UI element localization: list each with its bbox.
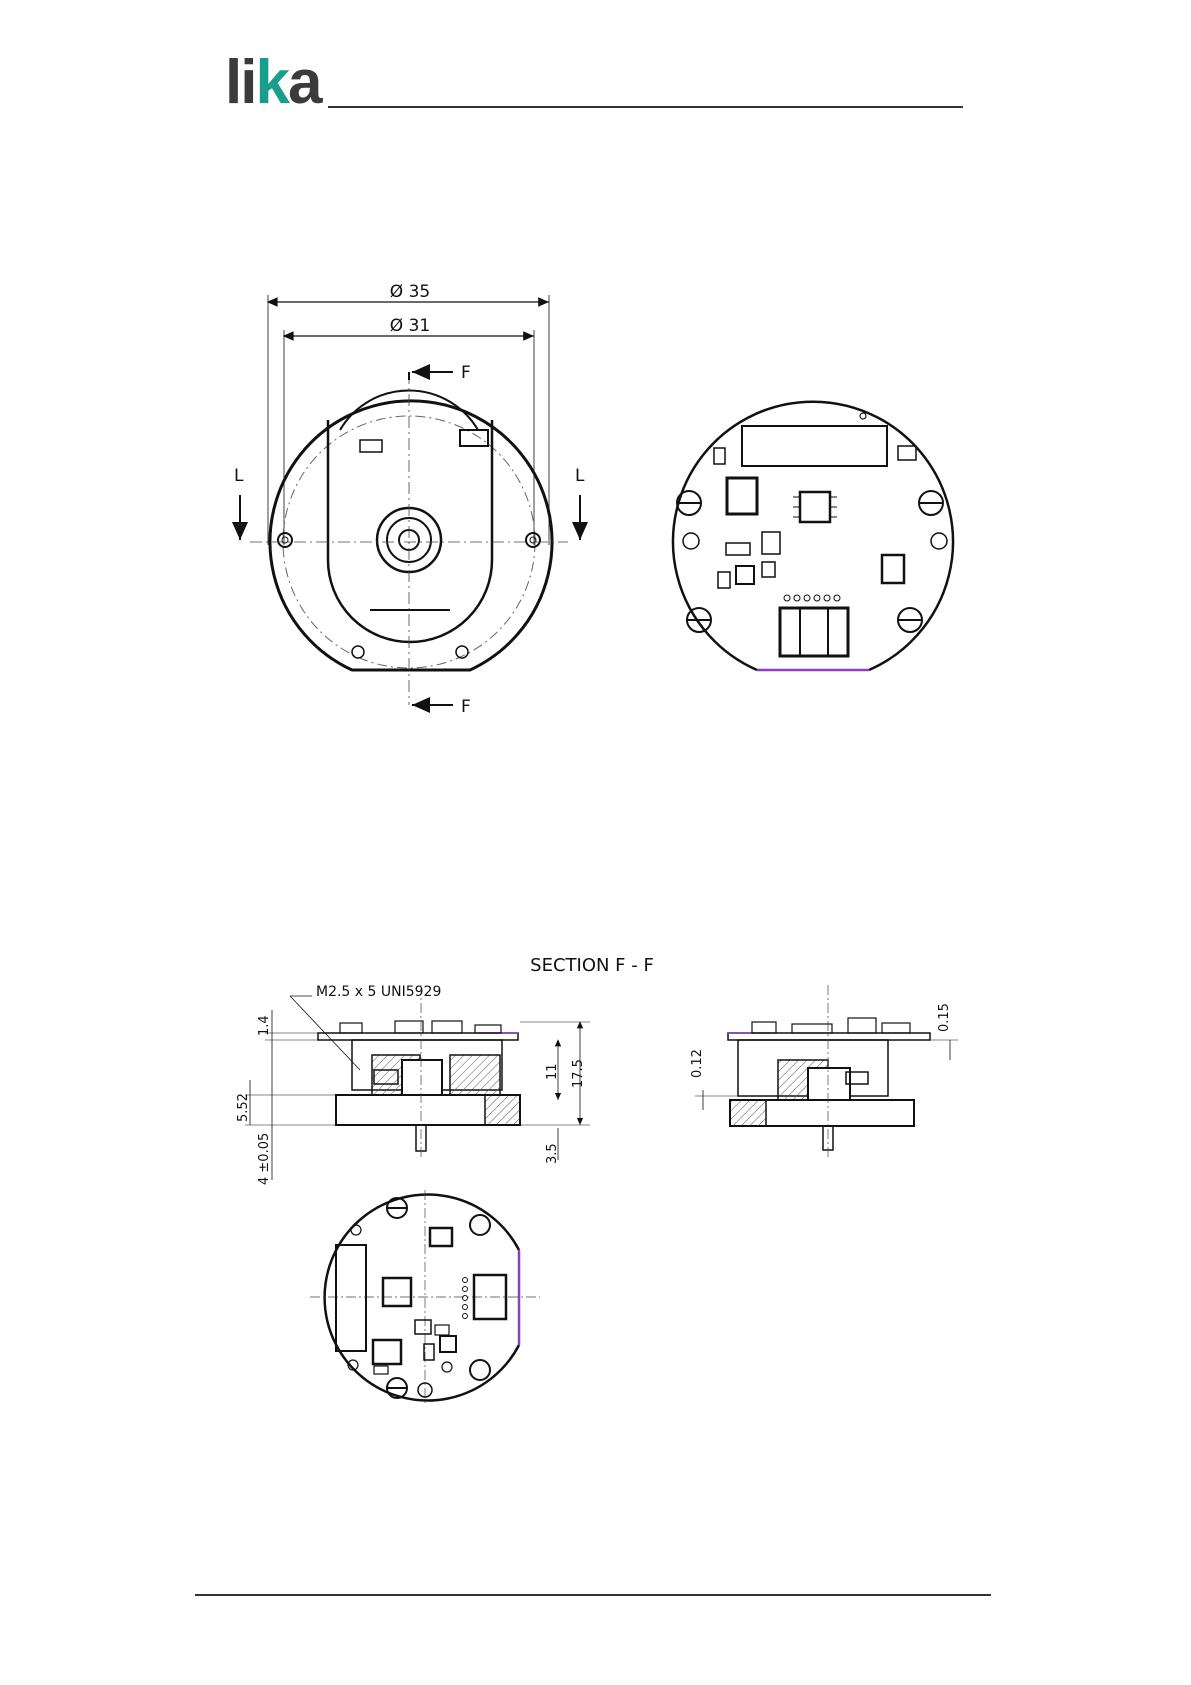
- dim-17-5: 17.5: [571, 1059, 586, 1088]
- section-mark-top: F: [461, 363, 471, 383]
- screw-callout: M2.5 x 5 UNI5929: [316, 984, 441, 1000]
- dim-4-tol: 4 ±0.05: [257, 1133, 272, 1185]
- dim-outer-label: Ø 35: [390, 282, 430, 302]
- dim-3-5: 3.5: [545, 1143, 560, 1164]
- dim-0-15: 0.15: [937, 1003, 952, 1032]
- dim-11: 11: [545, 1063, 560, 1080]
- front-view: [240, 295, 580, 705]
- dim-0-12: 0.12: [690, 1049, 705, 1078]
- section-title: SECTION F - F: [530, 955, 654, 976]
- section-mark-bottom: F: [461, 697, 471, 717]
- footer-rule: [195, 1594, 991, 1596]
- dim-5-52: 5.52: [236, 1093, 251, 1122]
- dim-inner-label: Ø 31: [390, 316, 430, 336]
- pcb-bottom-view: [310, 1190, 540, 1405]
- section-mark-left: L: [234, 466, 244, 486]
- section-right: [695, 985, 958, 1160]
- dim-1-4: 1.4: [257, 1015, 272, 1036]
- pcb-view: [673, 402, 953, 670]
- section-left: [245, 985, 590, 1180]
- section-mark-right: L: [575, 466, 585, 486]
